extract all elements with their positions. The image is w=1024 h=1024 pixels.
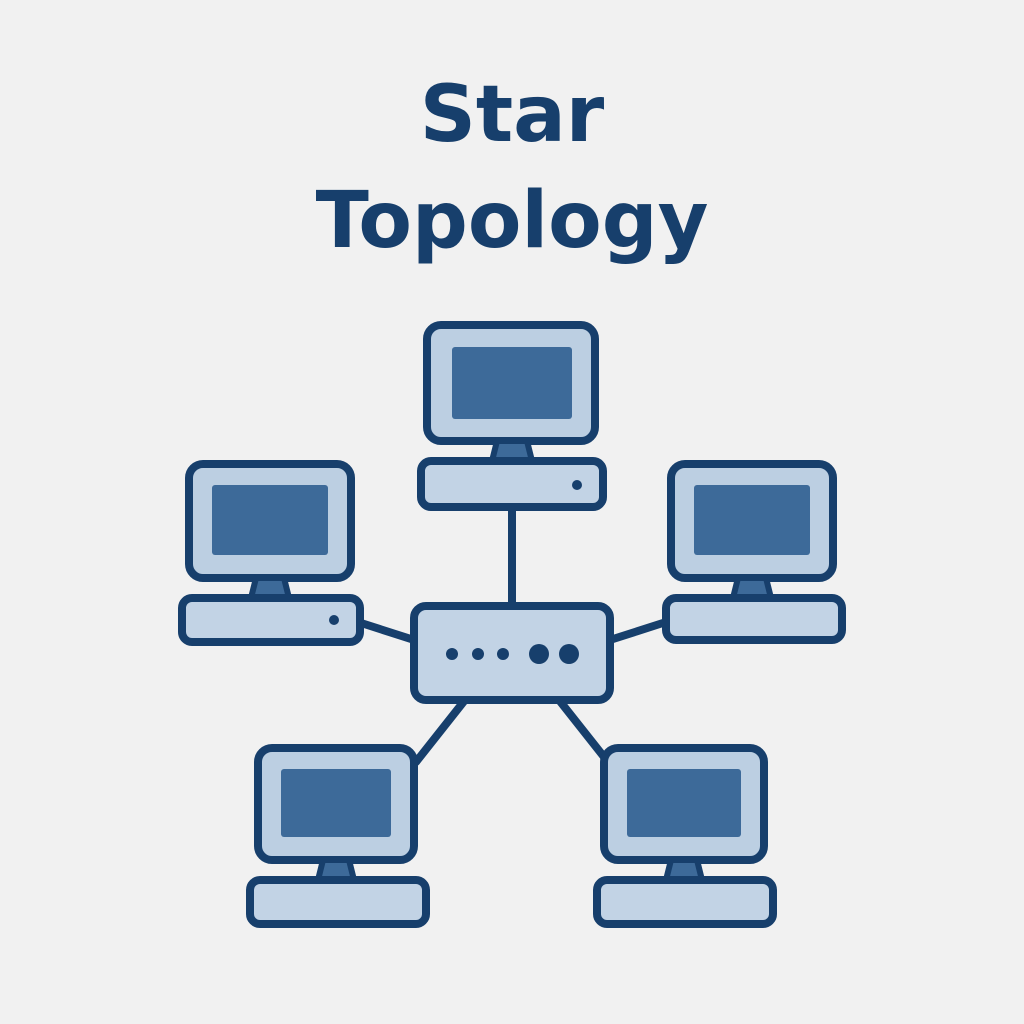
power-led — [329, 615, 339, 625]
link-bottom-left — [412, 696, 469, 766]
hub-indicator-dot — [446, 648, 458, 660]
screen — [452, 347, 572, 419]
computer-left — [178, 460, 364, 646]
screen — [694, 485, 810, 555]
system-unit — [593, 876, 777, 928]
hub-indicator-dot — [472, 648, 484, 660]
screen — [212, 485, 328, 555]
network-hub-icon — [410, 602, 614, 704]
screen — [281, 769, 391, 837]
desktop-computer-icon — [417, 321, 607, 511]
system-unit — [662, 594, 846, 644]
computer-top — [417, 321, 607, 511]
system-unit — [417, 457, 607, 511]
system-unit — [246, 876, 430, 928]
desktop-computer-icon — [593, 744, 777, 928]
link-left — [354, 618, 418, 644]
hub-indicator-dot — [497, 648, 509, 660]
power-led — [572, 480, 582, 490]
title-line-star: Star — [419, 70, 605, 160]
desktop-computer-icon — [662, 460, 846, 644]
computer-bottom-right — [593, 744, 777, 928]
computer-bottom-left — [246, 744, 430, 928]
system-unit — [178, 594, 364, 646]
desktop-computer-icon — [178, 460, 364, 646]
connections — [354, 506, 670, 766]
link-right — [606, 618, 670, 644]
title-line-topology: Topology — [315, 176, 709, 266]
hub-indicator-dot — [559, 644, 579, 664]
screen — [627, 769, 741, 837]
link-bottom-right — [555, 696, 612, 766]
computer-right — [662, 460, 846, 644]
desktop-computer-icon — [246, 744, 430, 928]
hub-indicator-dot — [529, 644, 549, 664]
